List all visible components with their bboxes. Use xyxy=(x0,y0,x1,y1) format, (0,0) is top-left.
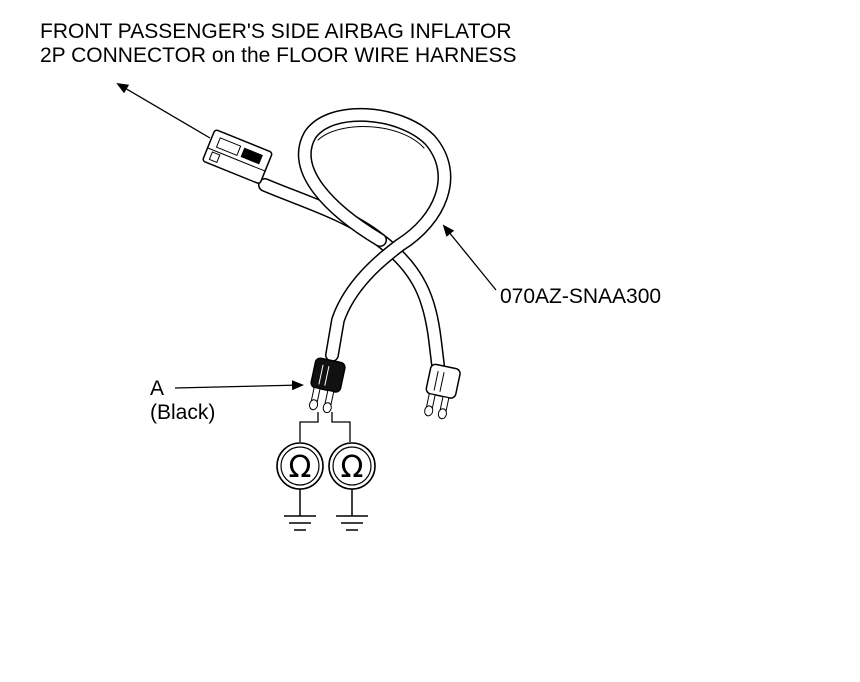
connector-a-color: (Black) xyxy=(150,401,216,424)
harness-cable xyxy=(258,107,452,372)
ground-icon xyxy=(336,489,368,531)
connector-a-label: A xyxy=(150,377,165,400)
connector-leader-arrow xyxy=(116,82,211,139)
probe-wires xyxy=(299,412,351,442)
a-leader-arrow xyxy=(174,380,304,391)
connector-callout-line1: FRONT PASSENGER'S SIDE AIRBAG INFLATOR xyxy=(40,20,512,43)
tool-part-number: 070AZ-SNAA300 xyxy=(500,285,662,308)
meter-symbol: Ω xyxy=(341,450,364,485)
connector-b-white xyxy=(424,363,461,420)
part-leader-arrow xyxy=(442,224,497,291)
connector-icon xyxy=(202,129,273,184)
ground-icon xyxy=(284,489,316,531)
connector-callout-line2: 2P CONNECTOR on the FLOOR WIRE HARNESS xyxy=(40,44,517,67)
meter-symbol: Ω xyxy=(289,450,312,485)
connector-a-black xyxy=(309,357,346,414)
